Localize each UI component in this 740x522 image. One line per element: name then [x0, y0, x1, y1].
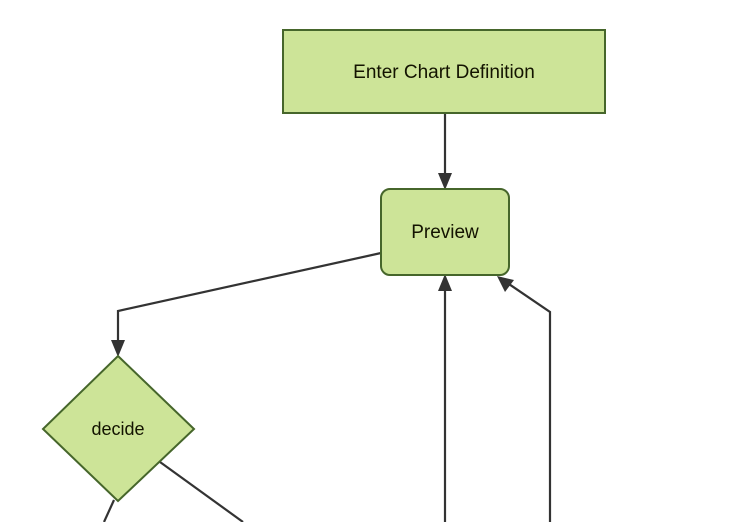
edge-preview-to-decide-line	[116, 251, 382, 349]
edge-preview-to-decide	[111, 251, 382, 357]
edge-decide-right-out	[159, 461, 244, 522]
edge-enter-to-preview	[438, 113, 452, 190]
node-decide[interactable]: decide	[41, 354, 196, 503]
node-enter-chart-definition[interactable]: Enter Chart Definition	[282, 29, 606, 114]
node-preview[interactable]: Preview	[380, 188, 510, 276]
node-decide-shape[interactable]	[41, 354, 196, 503]
edge-enter-to-preview-arrowhead	[438, 173, 452, 190]
edge-bottom-right-to-preview-arrowhead	[497, 276, 514, 292]
node-preview-label: Preview	[411, 222, 479, 243]
edge-preview-to-decide-arrowhead	[111, 340, 125, 357]
edge-bottom-center-to-preview-arrowhead	[438, 274, 452, 291]
edge-decide-right-out-line	[159, 461, 244, 522]
edge-decide-bottom-out-line	[102, 499, 116, 522]
node-enter-chart-definition-label: Enter Chart Definition	[353, 62, 535, 83]
node-enter-chart-definition-shape[interactable]	[282, 29, 606, 114]
edge-bottom-right-to-preview	[497, 276, 552, 522]
edge-decide-bottom-out	[102, 499, 116, 522]
edge-bottom-center-to-preview	[438, 274, 452, 522]
edge-bottom-right-to-preview-line	[505, 281, 552, 522]
node-preview-shape[interactable]	[380, 188, 510, 276]
node-decide-label: decide	[91, 419, 144, 439]
